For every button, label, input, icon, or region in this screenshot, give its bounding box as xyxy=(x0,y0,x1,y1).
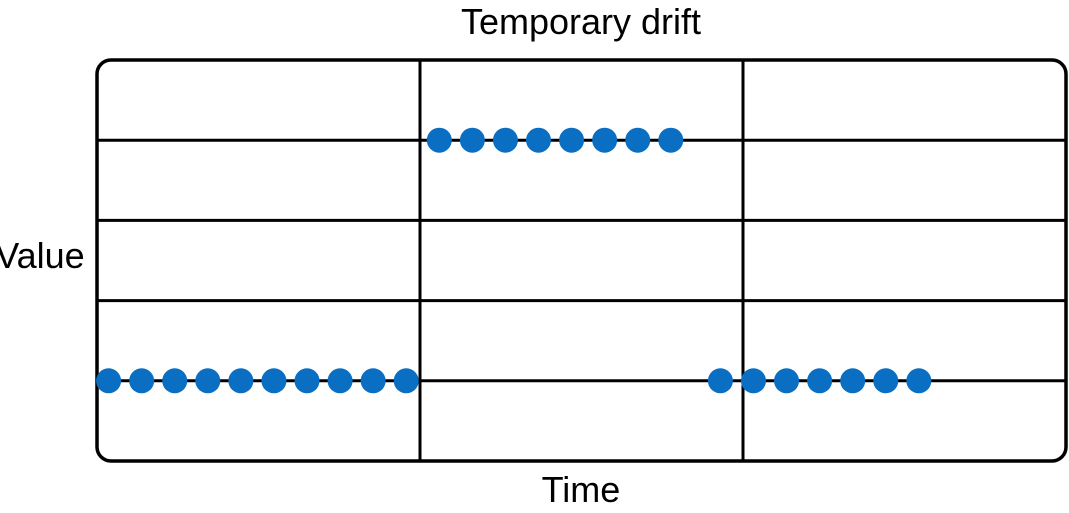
plot-frame xyxy=(95,58,1068,463)
chart-title: Temporary drift xyxy=(461,1,701,42)
y-axis-label: Value xyxy=(0,235,85,276)
x-axis-label: Time xyxy=(542,469,621,510)
data-point xyxy=(261,368,287,394)
data-point xyxy=(592,127,618,153)
data-point xyxy=(195,368,221,394)
data-point xyxy=(740,368,766,394)
data-point xyxy=(526,127,552,153)
data-point xyxy=(459,127,485,153)
data-points xyxy=(96,127,932,394)
data-point xyxy=(873,368,899,394)
data-point xyxy=(707,368,733,394)
data-point xyxy=(327,368,353,394)
grid xyxy=(97,60,1066,461)
data-point xyxy=(625,127,651,153)
data-point xyxy=(96,368,122,394)
data-point xyxy=(426,127,452,153)
data-point xyxy=(294,368,320,394)
data-point xyxy=(906,368,932,394)
data-point xyxy=(774,368,800,394)
data-point xyxy=(658,127,684,153)
data-point xyxy=(492,127,518,153)
data-point xyxy=(228,368,254,394)
data-point xyxy=(393,368,419,394)
data-point xyxy=(807,368,833,394)
data-point xyxy=(162,368,188,394)
data-point xyxy=(360,368,386,394)
data-point xyxy=(559,127,585,153)
data-point xyxy=(840,368,866,394)
data-point xyxy=(129,368,155,394)
